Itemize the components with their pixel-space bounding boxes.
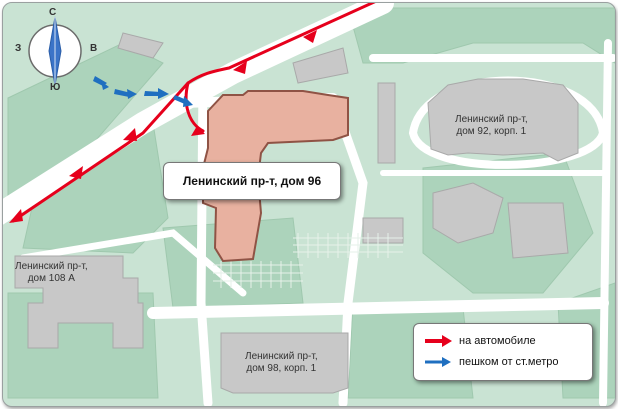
compass-south-label: Ю [50, 82, 61, 93]
compass-west-label: З [15, 43, 22, 54]
building-label-92: Ленинский пр-т, дом 92, корп. 1 [455, 114, 528, 137]
red-arrow-icon [425, 335, 452, 347]
parking-lots [213, 233, 403, 288]
legend-item-car: на автомобиле [424, 332, 536, 350]
compass-north-label: С [49, 7, 57, 18]
legend-car-label: на автомобиле [459, 335, 536, 347]
car-route-arrows [9, 30, 317, 223]
main-building-callout: Ленинский пр-т, дом 96 [163, 162, 341, 200]
legend: на автомобиле пешком от ст.метро [413, 323, 593, 381]
compass-east-label: В [90, 43, 98, 54]
legend-item-walk: пешком от ст.метро [424, 353, 559, 371]
building-label-108a: Ленинский пр-т, дом 108 А [15, 261, 88, 284]
walk-route [93, 76, 193, 107]
compass-icon [28, 16, 82, 86]
legend-walk-label: пешком от ст.метро [459, 356, 559, 368]
blue-arrow-icon [425, 357, 451, 367]
grey-buildings [14, 32, 579, 394]
main-building-96[interactable] [202, 90, 349, 263]
building-label-98: Ленинский пр-т, дом 98, корп. 1 [245, 351, 318, 374]
